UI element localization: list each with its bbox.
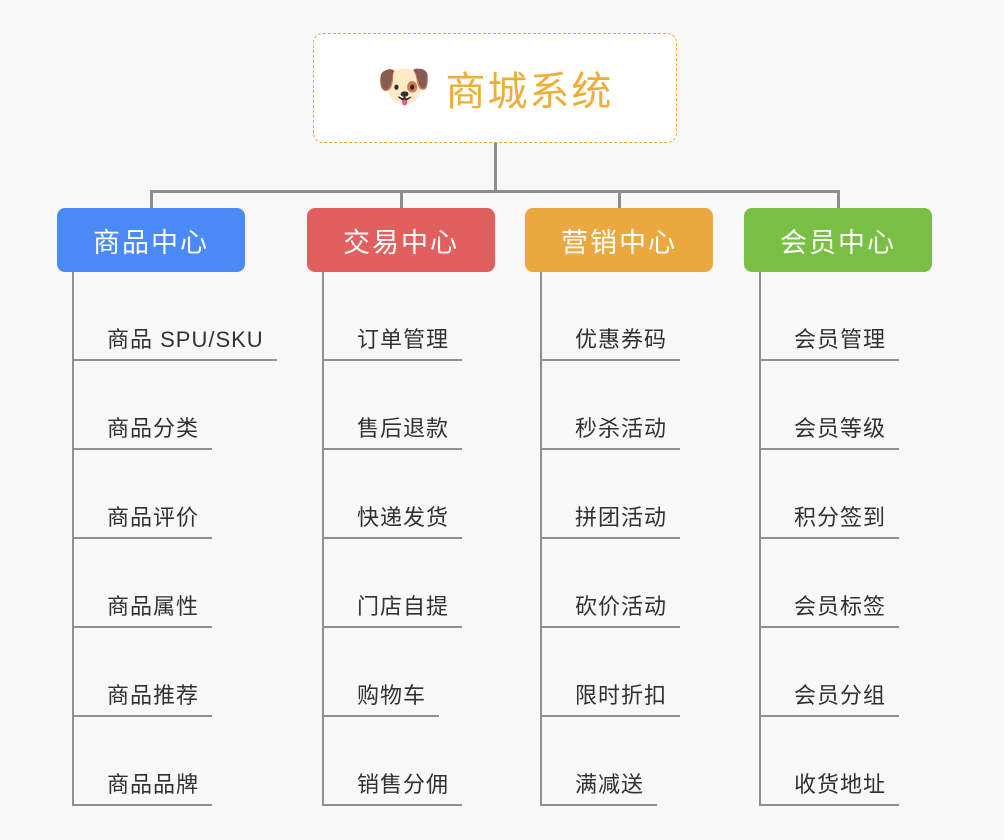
- leaf-item-label: 会员分组: [759, 682, 900, 717]
- category-node-label: 营销中心: [561, 227, 677, 258]
- leaf-item-label: 商品分类: [72, 415, 213, 450]
- leaf-rail: [759, 272, 761, 806]
- category-node-label: 商品中心: [93, 227, 209, 258]
- leaf-item-label: 会员等级: [759, 415, 900, 450]
- leaf-item-label: 商品品牌: [72, 771, 213, 806]
- drop-connector-4: [837, 190, 840, 211]
- leaf-item-label: 秒杀活动: [540, 415, 681, 450]
- leaf-item-label: 销售分佣: [322, 771, 463, 806]
- leaf-item-label: 砍价活动: [540, 593, 681, 628]
- list-item[interactable]: 会员分组: [759, 628, 900, 717]
- category-node-marketing-center[interactable]: 营销中心: [525, 208, 713, 272]
- drop-connector-3: [618, 190, 621, 211]
- root-stem-connector: [494, 143, 497, 193]
- list-item[interactable]: 商品 SPU/SKU: [72, 272, 277, 361]
- list-item[interactable]: 快递发货: [322, 450, 463, 539]
- leaf-item-label: 收货地址: [759, 771, 900, 806]
- list-item[interactable]: 优惠券码: [540, 272, 681, 361]
- list-item[interactable]: 满减送: [540, 717, 658, 806]
- leaf-item-label: 商品 SPU/SKU: [72, 326, 277, 361]
- leaf-item-label: 积分签到: [759, 504, 900, 539]
- leaf-rail: [540, 272, 542, 806]
- leaf-item-label: 拼团活动: [540, 504, 681, 539]
- list-item[interactable]: 收货地址: [759, 717, 900, 806]
- trunk-bar-connector: [150, 190, 840, 193]
- list-item[interactable]: 商品品牌: [72, 717, 213, 806]
- list-item[interactable]: 秒杀活动: [540, 361, 681, 450]
- leaf-item-label: 会员标签: [759, 593, 900, 628]
- leaf-item-label: 商品推荐: [72, 682, 213, 717]
- list-item[interactable]: 砍价活动: [540, 539, 681, 628]
- list-item[interactable]: 会员等级: [759, 361, 900, 450]
- leaf-rail: [322, 272, 324, 806]
- category-node-member-center[interactable]: 会员中心: [744, 208, 932, 272]
- root-node[interactable]: 🐶 商城系统: [313, 33, 677, 143]
- leaf-item-label: 门店自提: [322, 593, 463, 628]
- leaf-item-label: 商品评价: [72, 504, 213, 539]
- category-node-label: 交易中心: [343, 227, 459, 258]
- list-item[interactable]: 商品分类: [72, 361, 213, 450]
- root-title: 商城系统: [445, 70, 614, 114]
- leaf-item-label: 售后退款: [322, 415, 463, 450]
- list-item[interactable]: 商品评价: [72, 450, 213, 539]
- drop-connector-2: [400, 190, 403, 211]
- leaf-item-label: 会员管理: [759, 326, 900, 361]
- leaf-item-label: 购物车: [322, 682, 440, 717]
- list-item[interactable]: 积分签到: [759, 450, 900, 539]
- list-item[interactable]: 门店自提: [322, 539, 463, 628]
- list-item[interactable]: 订单管理: [322, 272, 463, 361]
- leaf-item-label: 满减送: [540, 771, 658, 806]
- leaf-item-label: 限时折扣: [540, 682, 681, 717]
- category-node-label: 会员中心: [780, 227, 896, 258]
- list-item[interactable]: 售后退款: [322, 361, 463, 450]
- list-item[interactable]: 会员管理: [759, 272, 900, 361]
- category-node-trade-center[interactable]: 交易中心: [307, 208, 495, 272]
- leaf-item-label: 快递发货: [322, 504, 463, 539]
- drop-connector-1: [150, 190, 153, 211]
- dog-face-icon: 🐶: [376, 62, 432, 111]
- category-node-product-center[interactable]: 商品中心: [57, 208, 245, 272]
- list-item[interactable]: 商品属性: [72, 539, 213, 628]
- list-item[interactable]: 限时折扣: [540, 628, 681, 717]
- list-item[interactable]: 销售分佣: [322, 717, 463, 806]
- leaf-rail: [72, 272, 74, 806]
- leaf-item-label: 商品属性: [72, 593, 213, 628]
- list-item[interactable]: 商品推荐: [72, 628, 213, 717]
- list-item[interactable]: 会员标签: [759, 539, 900, 628]
- list-item[interactable]: 购物车: [322, 628, 440, 717]
- list-item[interactable]: 拼团活动: [540, 450, 681, 539]
- leaf-item-label: 订单管理: [322, 326, 463, 361]
- leaf-item-label: 优惠券码: [540, 326, 681, 361]
